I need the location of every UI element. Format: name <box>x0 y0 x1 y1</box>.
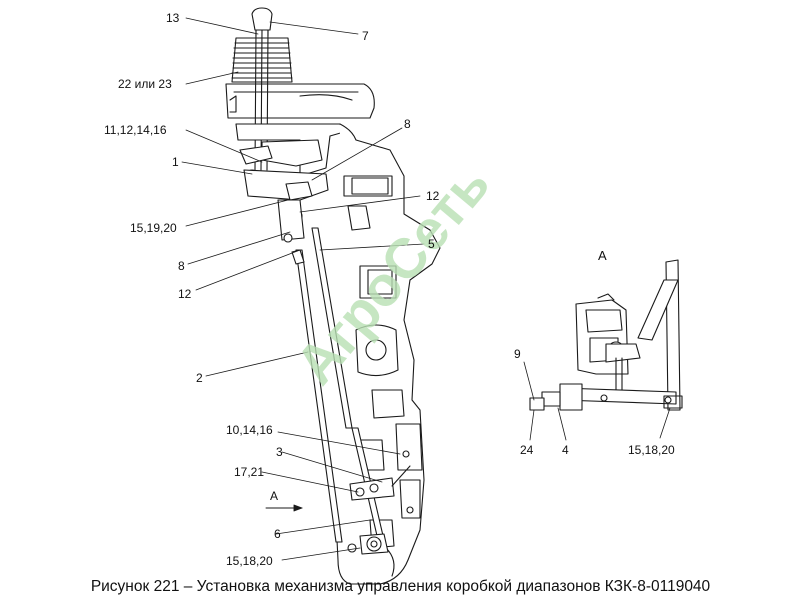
callout-12-right: 12 <box>426 189 440 203</box>
callout-2: 2 <box>196 371 203 385</box>
cabin-panel <box>225 83 375 119</box>
callout-24: 24 <box>520 443 534 457</box>
view-a-title: А <box>598 248 607 263</box>
callout-1: 1 <box>172 155 179 169</box>
callout-17-21: 17,21 <box>234 465 264 479</box>
callout-4: 4 <box>562 443 569 457</box>
callout-5: 5 <box>428 237 435 251</box>
lower-linkage <box>347 465 411 555</box>
callout-8-top: 8 <box>404 117 411 131</box>
figure-caption: Рисунок 221 – Установка механизма управл… <box>90 578 711 595</box>
bracket-upper <box>235 123 345 243</box>
view-a-detail <box>529 259 683 411</box>
leader-lines <box>181 17 425 561</box>
view-arrow-label: А <box>270 489 278 503</box>
callout-22-23: 22 или 23 <box>118 77 172 91</box>
view-a-leaders <box>523 361 671 441</box>
callout-7: 7 <box>362 29 369 43</box>
callout-15-18-20-main: 15,18,20 <box>226 554 273 568</box>
callout-9: 9 <box>514 347 521 361</box>
callout-10-14-16: 10,14,16 <box>226 423 273 437</box>
callout-12-left: 12 <box>178 287 192 301</box>
callout-3: 3 <box>276 445 283 459</box>
callout-11-12-14-16: 11,12,14,16 <box>104 123 167 137</box>
view-a-arrow <box>265 504 303 512</box>
callout-13: 13 <box>166 11 180 25</box>
callout-15-19-20: 15,19,20 <box>130 221 177 235</box>
callout-15-18-20-view: 15,18,20 <box>628 443 675 457</box>
callout-6: 6 <box>274 527 281 541</box>
callout-8-left: 8 <box>178 259 185 273</box>
